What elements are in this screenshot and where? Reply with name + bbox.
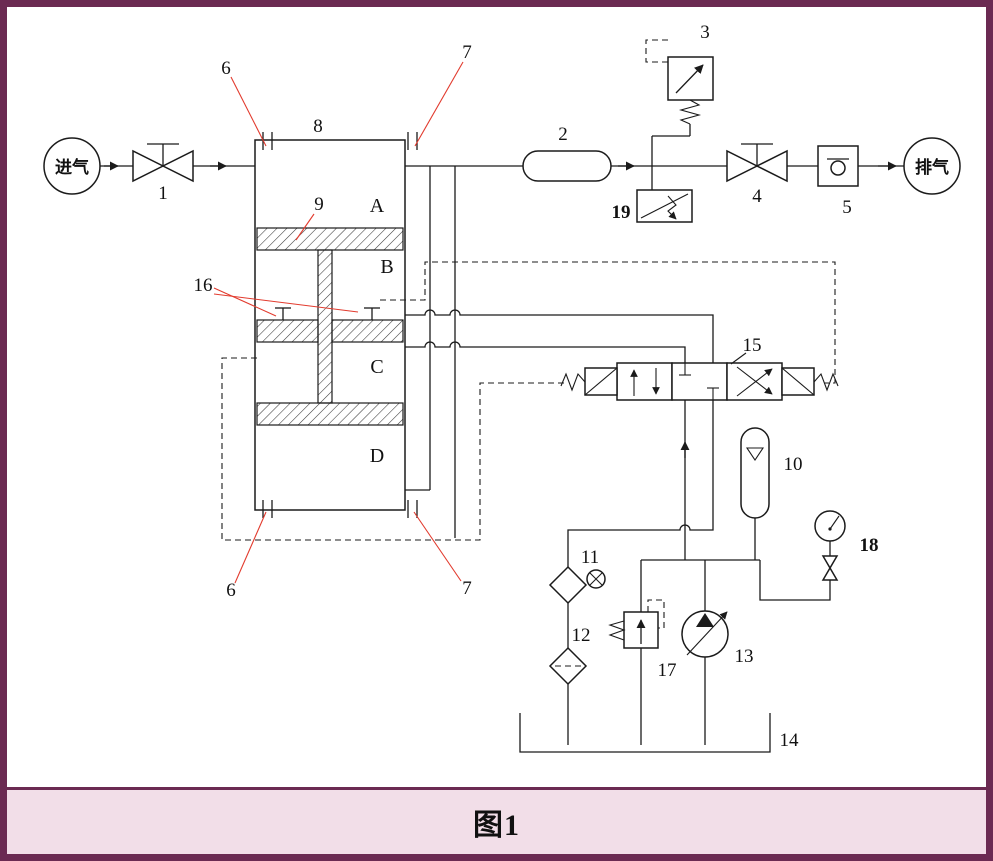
- exhaust-label: 排气: [915, 157, 949, 177]
- directional-valve-15: [560, 352, 839, 401]
- piston-upper: [256, 227, 404, 251]
- pressure-switch-19: [636, 166, 693, 223]
- label-7-bottom: 7: [462, 578, 472, 599]
- chamber-a-label: A: [370, 195, 385, 217]
- outlet-shutoff-valve: [726, 143, 788, 183]
- label-15: 15: [743, 335, 762, 356]
- inlet-shutoff-valve: [132, 143, 194, 183]
- left-pilot-line: [221, 357, 566, 541]
- pneumatic-hydraulic-schematic: 进气 排气: [43, 22, 961, 753]
- multi-chamber-cylinder: [254, 132, 418, 518]
- intake-terminal: 进气: [43, 137, 101, 195]
- check-valve-5: [817, 145, 859, 187]
- intake-label: 进气: [55, 157, 89, 177]
- label-9: 9: [314, 194, 324, 215]
- spring-icon: [813, 372, 839, 392]
- label-2: 2: [558, 124, 568, 145]
- valve-arrow-icon: [675, 64, 704, 94]
- chamber-c-label: C: [370, 356, 383, 378]
- label-10: 10: [784, 454, 803, 475]
- partition-right: [331, 319, 404, 343]
- chamber-d-label: D: [370, 445, 384, 467]
- electric-zigzag-icon: [667, 195, 677, 220]
- figure-caption: 图1: [473, 809, 520, 842]
- piston-lower: [256, 402, 404, 426]
- label-12: 12: [572, 625, 591, 646]
- relief-valve-3: [645, 39, 714, 166]
- label-1: 1: [158, 183, 168, 204]
- spring-icon: [678, 99, 702, 125]
- liquid-port-lines: [405, 309, 714, 363]
- chamber-b-label: B: [380, 256, 393, 278]
- label-4: 4: [752, 186, 762, 207]
- gas-branch-lines: [405, 166, 456, 538]
- label-3: 3: [700, 22, 710, 43]
- label-19: 19: [612, 202, 631, 223]
- partition-left: [256, 319, 319, 343]
- filter-with-indicator-11: [548, 565, 606, 605]
- label-6-bottom: 6: [226, 580, 236, 601]
- pilot-network: [221, 261, 836, 541]
- label-6-top: 6: [221, 58, 231, 79]
- piston-rod: [317, 249, 333, 404]
- variable-arrow-icon: [686, 611, 728, 656]
- label-17: 17: [658, 660, 677, 681]
- diagram-area: 进气 排气: [7, 7, 986, 787]
- right-pilot-line: [380, 261, 836, 384]
- pilot-line: [645, 39, 668, 63]
- pump-13: [681, 560, 729, 745]
- label-13: 13: [735, 646, 754, 667]
- exhaust-terminal: 排气: [903, 137, 961, 195]
- pump-flow-triangle-icon: [696, 613, 714, 627]
- hydraulic-unit: [519, 400, 846, 753]
- gas-vessel: [522, 150, 612, 182]
- pressure-gauge-18: [759, 510, 846, 601]
- label-5: 5: [842, 197, 852, 218]
- oil-tank-14: [519, 713, 771, 753]
- spring-icon: [608, 620, 626, 641]
- caption-bar: 图1: [7, 787, 986, 854]
- diagram-labels: 1 2 3 4 5 6 6 7 7 8 9 10 11 12 13 14 15 …: [158, 22, 878, 751]
- relief-valve-17: [608, 560, 665, 745]
- label-14: 14: [780, 730, 800, 751]
- label-16: 16: [194, 275, 213, 296]
- gauge-needle-icon: [829, 515, 840, 530]
- filter-12: [548, 646, 588, 686]
- label-18: 18: [860, 535, 879, 556]
- label-7-top: 7: [462, 42, 472, 63]
- leader-lines: [213, 61, 464, 584]
- seal-fittings-16: [275, 307, 380, 320]
- label-8: 8: [313, 116, 323, 137]
- spring-icon: [560, 372, 586, 392]
- label-11: 11: [581, 547, 599, 568]
- accumulator-10: [740, 427, 770, 560]
